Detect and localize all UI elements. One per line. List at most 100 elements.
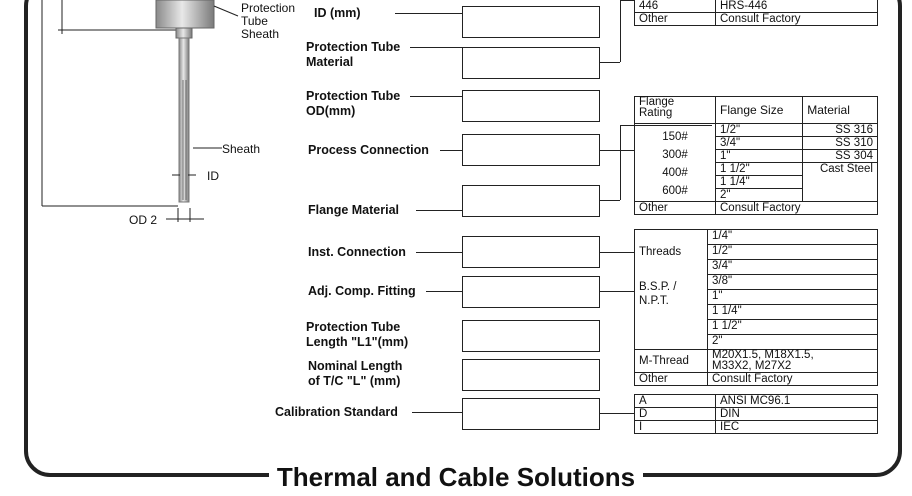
- pt-material-connector: [410, 47, 462, 48]
- pt-material-to-table-v: [620, 0, 621, 62]
- flange-other-row: Other Consult Factory: [634, 201, 878, 215]
- flange-material: SS 316: [803, 124, 877, 137]
- inst-connection-connector: [416, 252, 462, 253]
- inst-connection-to-table: [600, 252, 634, 253]
- inst-table: Threads B.S.P. / N.P.T. 1/4" 1/2" 3/4" 3…: [634, 229, 878, 386]
- flange-material-connector: [416, 210, 462, 211]
- flange-size: 1": [716, 150, 803, 163]
- inst-other-row: Other Consult Factory: [634, 372, 878, 386]
- inst-size: 1 1/2": [708, 320, 877, 335]
- id-label: ID: [207, 169, 219, 183]
- flange-other-value: Consult Factory: [715, 201, 878, 215]
- flange-material: SS 304: [803, 150, 877, 163]
- pt-od-label: Protection Tube OD(mm): [306, 89, 401, 118]
- id-mm-input[interactable]: [462, 6, 600, 38]
- inst-size: 1": [708, 290, 877, 305]
- flange-rating: 150#: [662, 131, 688, 143]
- flange-sizes-cell: 1/2" 3/4" 1" 1 1/2" 1 1/4" 2": [714, 123, 804, 202]
- pt-od-input[interactable]: [462, 90, 600, 122]
- pt-length-input[interactable]: [462, 320, 600, 352]
- calibration-input[interactable]: [462, 398, 600, 430]
- adj-comp-fitting-to-table: [600, 291, 634, 292]
- process-connection-label: Process Connection: [308, 143, 429, 157]
- material-row: Other Consult Factory: [634, 12, 878, 26]
- adj-comp-fitting-input[interactable]: [462, 276, 600, 308]
- material-row: 446 HRS-446: [634, 0, 878, 13]
- flange-size: 1 1/4": [716, 176, 803, 189]
- footer-title: Thermal and Cable Solutions: [268, 462, 644, 492]
- inst-other-value: Consult Factory: [707, 372, 878, 386]
- flange-material-to-table-v: [620, 125, 621, 200]
- calibration-code: I: [634, 420, 716, 434]
- thermocouple-drawing: [41, 0, 239, 222]
- nominal-length-label: Nominal Length of T/C "L" (mm): [308, 359, 403, 388]
- calibration-name: ANSI MC96.1: [715, 394, 878, 408]
- flange-body-row: 150# 300# 400# 600# 1/2" 3/4" 1" 1 1/2" …: [634, 123, 878, 202]
- inst-size: 1/4": [708, 230, 877, 245]
- flange-material: Cast Steel: [819, 163, 873, 175]
- flange-rating: 400#: [662, 167, 688, 179]
- flange-material-header: Material: [802, 96, 878, 124]
- id-mm-label: ID (mm): [314, 6, 361, 20]
- process-connection-to-table: [600, 150, 634, 151]
- flange-material-input[interactable]: [462, 185, 600, 217]
- nominal-length-input[interactable]: [462, 359, 600, 391]
- threads-label: Threads: [639, 246, 682, 258]
- calibration-code: D: [634, 407, 716, 421]
- calibration-table: A ANSI MC96.1 D DIN I IEC: [634, 394, 878, 434]
- flange-materials-cell: SS 316 SS 310 SS 304 Cast Steel: [802, 123, 878, 202]
- mthread-label: M-Thread: [634, 349, 708, 373]
- flange-header-row: Flange Rating Flange Size Material: [634, 96, 878, 124]
- inst-mthread-row: M-Thread M20X1.5, M18X1.5, M33X2, M27X2: [634, 349, 878, 373]
- adj-comp-fitting-connector: [426, 291, 462, 292]
- calibration-standard-label: Calibration Standard: [275, 405, 398, 419]
- od2-label: OD 2: [129, 213, 158, 227]
- flange-material-to-table: [600, 200, 620, 201]
- protection-tube-sheath-label: Protection Tube Sheath: [241, 1, 296, 41]
- calibration-connector: [412, 412, 462, 413]
- material-name: Consult Factory: [715, 12, 878, 26]
- flange-size: 2": [720, 189, 731, 201]
- inst-connection-label: Inst. Connection: [308, 245, 406, 259]
- material-code: 446: [634, 0, 716, 13]
- inst-size: 3/8": [708, 275, 877, 290]
- adj-comp-fitting-label: Adj. Comp. Fitting: [308, 284, 416, 298]
- material-table: 446 HRS-446 Other Consult Factory: [634, 0, 878, 26]
- inst-size: 2": [712, 335, 723, 347]
- inst-threads-cell: Threads B.S.P. / N.P.T.: [634, 229, 708, 350]
- flange-rating: 600#: [662, 185, 688, 197]
- flange-size: 3/4": [716, 137, 803, 150]
- calibration-name: DIN: [715, 407, 878, 421]
- mthread-value: M20X1.5, M18X1.5, M33X2, M27X2: [707, 349, 878, 373]
- flange-table: Flange Rating Flange Size Material 150# …: [634, 96, 878, 215]
- calibration-to-table: [600, 413, 634, 414]
- calibration-row: D DIN: [634, 407, 878, 421]
- process-connection-input[interactable]: [462, 134, 600, 166]
- inst-connection-input[interactable]: [462, 236, 600, 268]
- inst-other-label: Other: [634, 372, 708, 386]
- inst-size: 3/4": [708, 260, 877, 275]
- flange-rating-header: Flange Rating: [634, 96, 716, 124]
- calibration-name: IEC: [715, 420, 878, 434]
- flange-size: 1/2": [716, 124, 803, 137]
- flange-size-header: Flange Size: [714, 96, 804, 124]
- flange-material-label: Flange Material: [308, 203, 399, 217]
- inst-size: 1 1/4": [708, 305, 877, 320]
- material-name: HRS-446: [715, 0, 878, 13]
- material-code: Other: [634, 12, 716, 26]
- pt-od-connector: [410, 96, 462, 97]
- sheath-label: Sheath: [222, 142, 261, 156]
- flange-material: SS 310: [803, 137, 877, 150]
- bsp-label: B.S.P. / N.P.T.: [639, 281, 677, 307]
- inst-threads-row: Threads B.S.P. / N.P.T. 1/4" 1/2" 3/4" 3…: [634, 229, 878, 350]
- footer-banner: Thermal and Cable Solutions: [0, 462, 912, 493]
- process-connection-connector: [440, 150, 462, 151]
- pt-length-label: Protection Tube Length "L1"(mm): [306, 320, 409, 349]
- flange-ratings-cell: 150# 300# 400# 600#: [634, 123, 716, 202]
- calibration-row: I IEC: [634, 420, 878, 434]
- pt-material-input[interactable]: [462, 47, 600, 79]
- id-mm-connector: [395, 13, 462, 14]
- inst-size: 1/2": [708, 245, 877, 260]
- pt-material-label: Protection Tube Material: [306, 40, 401, 69]
- calibration-code: A: [634, 394, 716, 408]
